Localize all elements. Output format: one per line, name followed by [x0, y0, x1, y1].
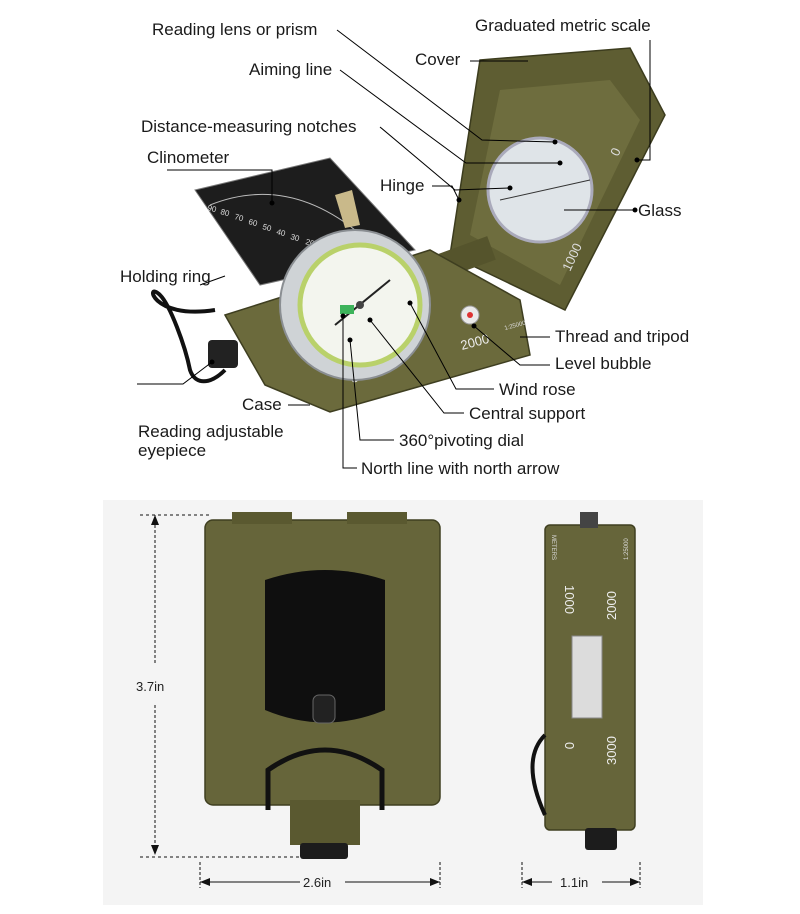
label-distance-notches: Distance-measuring notches	[141, 117, 357, 136]
clino-80: 80	[219, 207, 230, 218]
label-thread-tripod: Thread and tripod	[555, 327, 690, 346]
dimension-height: 3.7in	[136, 679, 165, 694]
label-hinge: Hinge	[380, 176, 425, 195]
level-bubble-dot	[467, 312, 473, 318]
clino-50: 50	[261, 222, 272, 233]
central-support-dot	[356, 301, 364, 309]
compass-illustration: 90 80 70 60 50 40 30 20 10 0 0 1000 2000…	[137, 29, 666, 469]
diagram-panel: 90 80 70 60 50 40 30 20 10 0 0 1000 2000…	[120, 16, 690, 478]
label-cover: Cover	[415, 50, 461, 69]
label-case: Case	[242, 395, 282, 414]
holding-ring	[151, 289, 227, 384]
label-north-line: North line with north arrow	[361, 459, 560, 478]
label-reading-lens: Reading lens or prism	[152, 20, 318, 39]
clinometer-arc	[209, 193, 356, 231]
label-pivoting-dial: 360°pivoting dial	[399, 431, 524, 450]
label-central-support: Central support	[469, 404, 586, 423]
label-clinometer: Clinometer	[147, 148, 230, 167]
dimension-panel	[103, 500, 703, 905]
case-scale-2000: 2000	[459, 331, 491, 353]
label-level-bubble: Level bubble	[555, 354, 652, 373]
leader-dots	[209, 139, 640, 365]
label-glass: Glass	[638, 201, 682, 220]
leader-lines	[137, 29, 651, 469]
dimension-depth: 1.1in	[560, 875, 589, 890]
north-marker	[340, 305, 354, 314]
clino-60: 60	[247, 217, 258, 228]
label-aiming-line: Aiming line	[249, 60, 333, 79]
clino-70: 70	[233, 212, 244, 223]
dimension-width: 2.6in	[303, 875, 332, 890]
glass-window	[486, 136, 594, 244]
label-eyepiece-line2: eyepiece	[138, 441, 207, 460]
eyepiece	[208, 340, 238, 368]
label-eyepiece-line1: Reading adjustable	[138, 422, 284, 441]
clino-40: 40	[275, 227, 286, 238]
label-graduated-scale: Graduated metric scale	[475, 16, 651, 35]
clino-90: 90	[206, 203, 217, 214]
clino-20: 20	[304, 237, 315, 248]
case-ratio: 1:25000	[504, 320, 527, 332]
clino-30: 30	[289, 232, 300, 243]
label-wind-rose: Wind rose	[499, 380, 576, 399]
clinometer-needle	[335, 190, 360, 228]
aiming-hairline	[499, 179, 591, 201]
label-holding-ring: Holding ring	[120, 267, 211, 286]
